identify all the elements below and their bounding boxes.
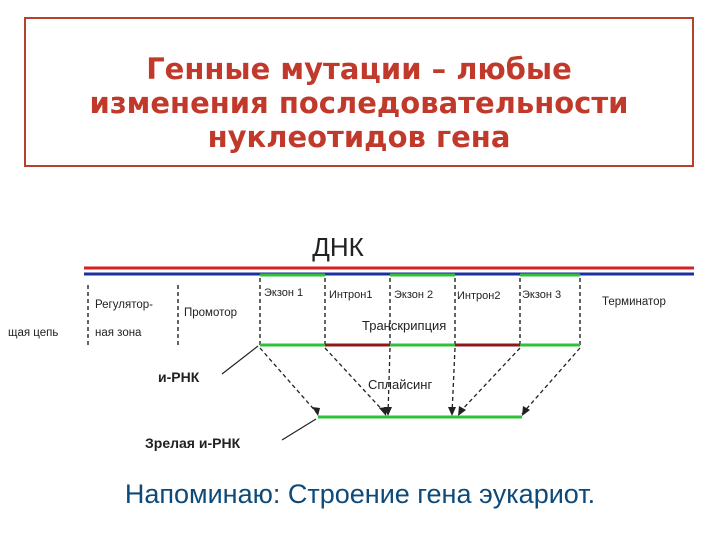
caption: Напоминаю: Строение гена эукариот.: [124, 479, 596, 509]
title-box: Генные мутации – любые изменения последо…: [24, 17, 694, 167]
terminator-label: Терминатор: [602, 296, 666, 308]
mrna-label: и-РНК: [158, 369, 200, 385]
strand-label: щая цепь: [8, 327, 58, 339]
splicing-arrow: [259, 347, 319, 415]
exon3-label: Экзон 3: [522, 289, 561, 301]
arrowhead: [448, 407, 456, 416]
splicing-arrow: [324, 347, 387, 415]
splicing-label: Сплайсинг: [368, 377, 432, 392]
title-line: Генные мутации – любые: [146, 52, 572, 86]
exon2-label: Экзон 2: [394, 289, 433, 301]
promoter-label: Промотор: [184, 307, 237, 319]
page-title: Генные мутации – любые изменения последо…: [26, 52, 692, 154]
arrowhead: [522, 406, 530, 416]
regulatory-zone-label: ная зона: [95, 327, 142, 339]
mature-mrna-label: Зрелая и-РНК: [145, 435, 241, 451]
title-line: нуклеотидов гена: [207, 120, 511, 154]
arrowhead: [312, 407, 320, 416]
intron2-label: Интрон2: [457, 290, 500, 302]
splicing-arrow: [451, 347, 456, 415]
arrowhead: [458, 406, 466, 416]
arrowhead: [384, 407, 392, 416]
mature-mrna-pointer-line: [281, 418, 317, 441]
exon1-label: Экзон 1: [264, 287, 303, 299]
dna-label: ДНК: [312, 232, 364, 262]
splicing-arrow: [521, 347, 581, 415]
title-line: изменения последовательности: [89, 86, 629, 120]
mrna-pointer-line: [221, 345, 259, 375]
transcription-label: Транскрипция: [362, 318, 446, 333]
regulatory-zone-label: Регулятор-: [95, 299, 153, 311]
splicing-arrow: [457, 347, 521, 415]
intron1-label: Интрон1: [329, 289, 372, 301]
